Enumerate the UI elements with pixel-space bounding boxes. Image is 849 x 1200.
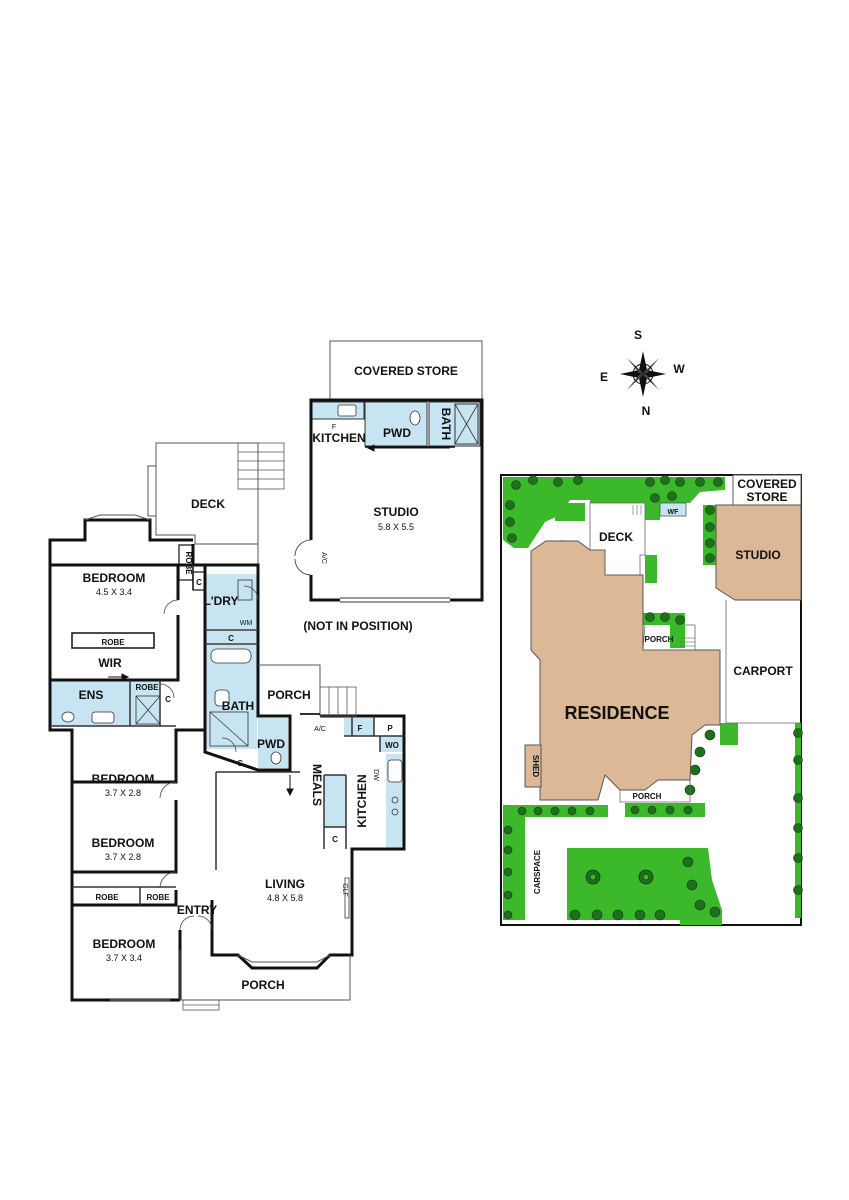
bedroom4-dimensions: 3.7 X 3.4 <box>106 953 142 963</box>
wall-oven-label: WO <box>385 741 399 750</box>
studio-sink-icon <box>337 404 357 417</box>
glf-label: GLF <box>341 883 348 897</box>
wood-fire-icon <box>659 502 687 517</box>
kitchen-label: KITCHEN <box>355 774 369 827</box>
bath-label: BATH <box>222 699 254 713</box>
laundry-area <box>205 574 257 629</box>
bedroom4-robe-left-label: ROBE <box>95 893 119 902</box>
site-wf-label: WF <box>668 509 680 516</box>
dishwasher-label: DW <box>372 769 379 781</box>
compass-north-label: N <box>642 404 651 418</box>
compass-rose-icon: S E W N <box>600 328 685 418</box>
interior-walls <box>50 565 404 905</box>
site-shed-label: SHED <box>531 755 540 777</box>
kitchen-cupboard-label: C <box>332 835 338 844</box>
pwd-label: PWD <box>257 737 285 751</box>
wir-robe-label: ROBE <box>101 638 125 647</box>
ensuite-vanity-icon <box>91 711 115 724</box>
studio-ac-label: A/C <box>320 552 327 564</box>
studio-shower <box>454 403 479 445</box>
bedroom3-dimensions: 3.7 X 2.8 <box>105 852 141 862</box>
rear-porch-stairs <box>319 686 357 717</box>
vanity-icon <box>214 689 230 707</box>
site-rear-porch-label: PORCH <box>645 635 674 644</box>
bedroom3-label: BEDROOM <box>92 836 155 850</box>
hall-cupboard <box>192 571 206 591</box>
bedroom1-robe <box>178 544 194 581</box>
bathtub-icon <box>210 648 252 664</box>
studio-dimensions: 5.8 X 5.5 <box>378 522 414 532</box>
bedroom2-label: BEDROOM <box>92 772 155 786</box>
site-carspace-label: CARSPACE <box>533 849 542 894</box>
laundry-label: L'DRY <box>203 594 238 608</box>
bedroom4-robe-right-label: ROBE <box>146 893 170 902</box>
pwd-toilet-icon <box>270 751 282 765</box>
fridge-label: F <box>358 724 363 733</box>
studio-label: STUDIO <box>373 505 418 519</box>
compass-west-label: W <box>673 362 685 376</box>
laundry-tub-icon <box>237 579 253 601</box>
compass-east-label: E <box>600 370 608 384</box>
pantry-label: P <box>387 724 393 733</box>
site-residence-label: RESIDENCE <box>564 703 669 723</box>
site-plan: COVERED STORE WF DECK STUDIO PORCH CARPO… <box>500 474 803 926</box>
studio-fridge-label: F <box>332 424 336 431</box>
site-covered-store-label-2: STORE <box>746 490 787 504</box>
laundry-cupboard-label: C <box>228 634 234 643</box>
front-porch-label: PORCH <box>241 978 284 992</box>
site-front-porch-label: PORCH <box>633 792 662 801</box>
covered-store-label: COVERED STORE <box>354 364 458 378</box>
meals-label: MEALS <box>310 764 324 806</box>
wir-label: WIR <box>98 656 122 670</box>
feature-tree-icons <box>585 869 654 885</box>
bedroom4-label: BEDROOM <box>93 937 156 951</box>
shower-icon <box>209 711 249 747</box>
site-covered-store-label-1: COVERED <box>737 477 797 491</box>
living-dimensions: 4.8 X 5.8 <box>267 893 303 903</box>
wir-robe <box>71 632 155 649</box>
wall-oven <box>380 736 404 752</box>
site-studio-label: STUDIO <box>735 548 780 562</box>
kitchen-island <box>324 775 346 827</box>
door-swings <box>159 585 259 931</box>
covered-store-footprint <box>732 474 802 506</box>
ensuite-label: ENS <box>79 688 104 702</box>
studio-toilet-icon <box>409 410 421 426</box>
washing-machine-label: WM <box>240 620 253 627</box>
ensuite-toilet-icon <box>61 711 75 723</box>
rear-ac-label: A/C <box>314 726 326 733</box>
studio-french-doors <box>294 539 312 576</box>
ensuite-cupboard-label: C <box>165 695 171 704</box>
bedroom2-dimensions: 3.7 X 2.8 <box>105 788 141 798</box>
garden-beds <box>503 477 801 925</box>
not-in-position-note: (NOT IN POSITION) <box>303 619 412 633</box>
residence-walls <box>48 518 406 1002</box>
studio-bath-label: BATH <box>439 408 453 440</box>
studio-kitchen-label: KITCHEN <box>312 431 365 445</box>
site-deck-outline <box>589 502 646 576</box>
deck-stairs <box>237 442 285 490</box>
studio-pwd-label: PWD <box>383 426 411 440</box>
floor-plan: COVERED STORE KITCHEN F PWD BATH STUDIO … <box>48 340 484 1011</box>
front-porch-outline <box>179 950 351 1001</box>
bedroom1-label: BEDROOM <box>83 571 146 585</box>
site-carport-label: CARPORT <box>733 664 793 678</box>
hall-cupboard-label: C <box>196 578 202 587</box>
shed-footprint <box>524 744 542 788</box>
bath-cupboard-label: C <box>237 759 243 768</box>
site-deck-label: DECK <box>599 530 633 544</box>
laundry-cupboard <box>205 631 257 643</box>
compass-south-label: S <box>634 328 642 342</box>
cooktop-icon <box>391 796 399 804</box>
ensuite-robe-label: ROBE <box>135 683 159 692</box>
deck-outline <box>155 442 259 545</box>
kitchen-sink-icon <box>387 759 403 783</box>
bedroom1-dimensions: 4.5 X 3.4 <box>96 587 132 597</box>
living-label: LIVING <box>265 877 305 891</box>
rear-porch-label: PORCH <box>267 688 310 702</box>
deck-label: DECK <box>191 497 225 511</box>
entry-label: ENTRY <box>177 903 217 917</box>
bedroom1-robe-label: ROBE <box>184 551 193 575</box>
